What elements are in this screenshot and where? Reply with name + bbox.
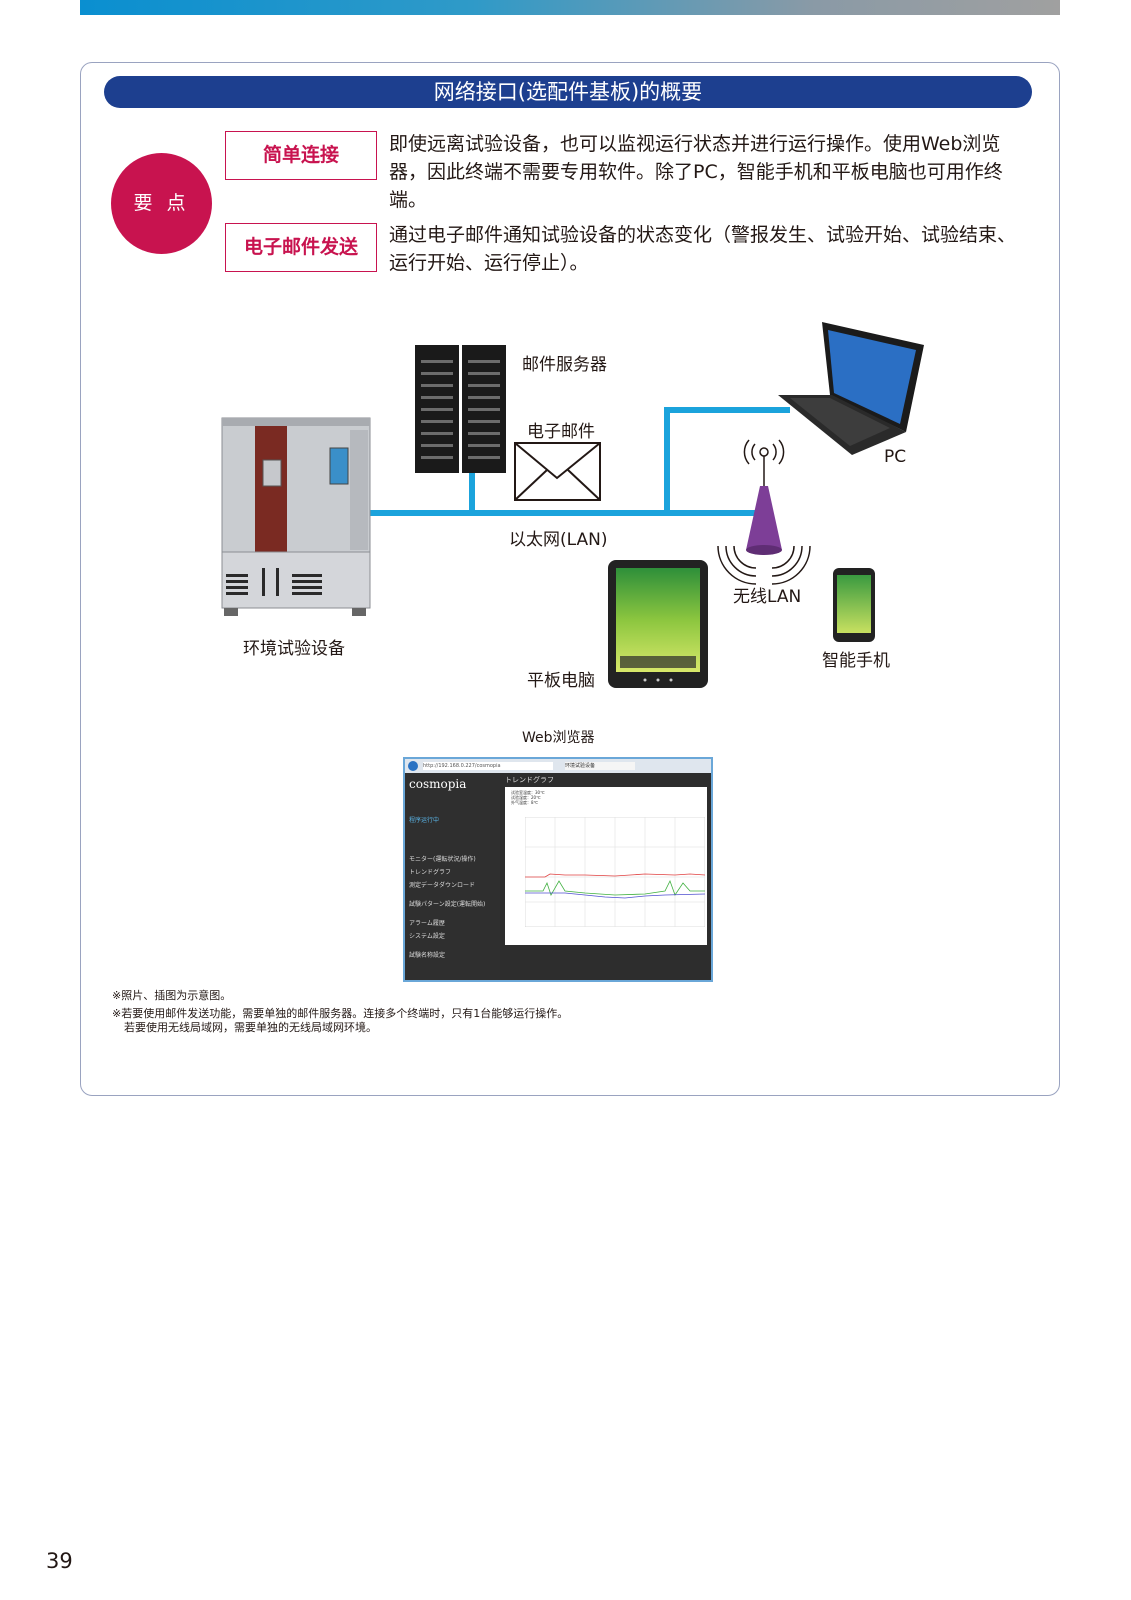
chamber-label: 环境试验设备	[243, 639, 345, 659]
legend-item: 外气温度：8℃	[511, 800, 539, 805]
web-browser-label: Web浏览器	[522, 730, 595, 746]
ethernet-label: 以太网(LAN)	[509, 530, 608, 550]
feature-description-email: 通过电子邮件通知试验设备的状态变化（警报发生、试验开始、试验结束、 运行开始、运…	[389, 221, 1029, 277]
laptop-pc-image	[778, 322, 924, 455]
browser-tab: 环境试验设备	[565, 762, 635, 770]
feature-line: 通过电子邮件通知试验设备的状态变化（警报发生、试验开始、试验结束、	[389, 224, 1017, 246]
smartphone-label: 智能手机	[822, 651, 890, 671]
cosmopia-logo: cosmopia	[409, 777, 467, 791]
network-diagram	[221, 322, 924, 688]
status-text: 程序运行中	[409, 817, 440, 824]
wireless-lan-label: 无线LAN	[733, 587, 802, 607]
mail-server-image	[415, 345, 506, 473]
content-frame	[80, 62, 1060, 1096]
app-sidebar: cosmopia 程序运行中 モニター(運転状況/操作) トレンドグラフ 測定デ…	[405, 773, 500, 980]
page-number: 39	[46, 1549, 73, 1573]
menu-item: モニター(運転状況/操作)	[409, 856, 476, 863]
smartphone-image	[833, 568, 875, 642]
note-line-1: ※照片、插图为示意图。	[112, 989, 232, 1002]
trend-panel: トレンドグラフ 试验室温度：30℃ 试验湿度：20℃ 外气温度：8℃	[505, 775, 707, 976]
pc-label: PC	[884, 447, 907, 467]
feature-label-email: 电子邮件发送	[225, 223, 377, 272]
tablet-label: 平板电脑	[527, 671, 595, 691]
feature-label-simple-connection: 简单连接	[225, 131, 377, 180]
back-arrow-icon	[408, 761, 418, 771]
mail-server-label: 邮件服务器	[522, 355, 607, 375]
legend-item: 试验湿度：20℃	[511, 795, 541, 800]
feature-line: 即使远离试验设备，也可以监视运行状态并进行运行操作。使用Web浏览	[389, 133, 1001, 155]
trend-lines	[525, 817, 705, 927]
menu-item: トレンドグラフ	[409, 869, 452, 876]
section-title: 网络接口(选配件基板)的概要	[104, 76, 1032, 108]
note-line-3: 若要使用无线局域网，需要单独的无线局域网环境。	[124, 1021, 377, 1034]
tablet-image	[608, 560, 708, 688]
menu-item: 試験パターン設定(運転開始)	[409, 901, 486, 908]
email-label: 电子邮件	[527, 422, 595, 442]
menu-item: 試験名称設定	[409, 952, 446, 959]
email-envelope-icon	[514, 442, 601, 501]
feature-line: 器，因此终端不需要专用软件。除了PC，智能手机和平板电脑也可用作终端。	[389, 161, 1003, 211]
top-color-band	[80, 0, 1060, 15]
menu-item: システム設定	[409, 933, 445, 940]
feature-line: 运行开始、运行停止）。	[389, 252, 589, 274]
wireless-router-image	[717, 439, 811, 585]
menu-item: アラーム履歴	[409, 920, 445, 927]
menu-item: 測定データダウンロード	[409, 882, 476, 889]
browser-screenshot: http://192.168.0.227/cosmopia 环境试验设备 cos…	[403, 757, 713, 982]
key-points-badge: 要 点	[111, 153, 212, 254]
browser-toolbar: http://192.168.0.227/cosmopia 环境试验设备	[405, 759, 711, 773]
environmental-chamber-image	[221, 417, 371, 616]
lan-lines	[368, 407, 790, 516]
feature-description-simple-connection: 即使远离试验设备，也可以监视运行状态并进行运行操作。使用Web浏览 器，因此终端…	[389, 130, 1029, 214]
trend-graph: 试验室温度：30℃ 试验湿度：20℃ 外气温度：8℃	[505, 787, 707, 945]
legend-item: 试验室温度：30℃	[511, 790, 545, 795]
trend-panel-title: トレンドグラフ	[505, 776, 554, 784]
note-line-2: ※若要使用邮件发送功能，需要单独的邮件服务器。连接多个终端时，只有1台能够运行操…	[112, 1007, 569, 1020]
address-bar: http://192.168.0.227/cosmopia	[423, 762, 553, 770]
legend: 试验室温度：30℃ 试验湿度：20℃ 外气温度：8℃	[511, 790, 545, 805]
